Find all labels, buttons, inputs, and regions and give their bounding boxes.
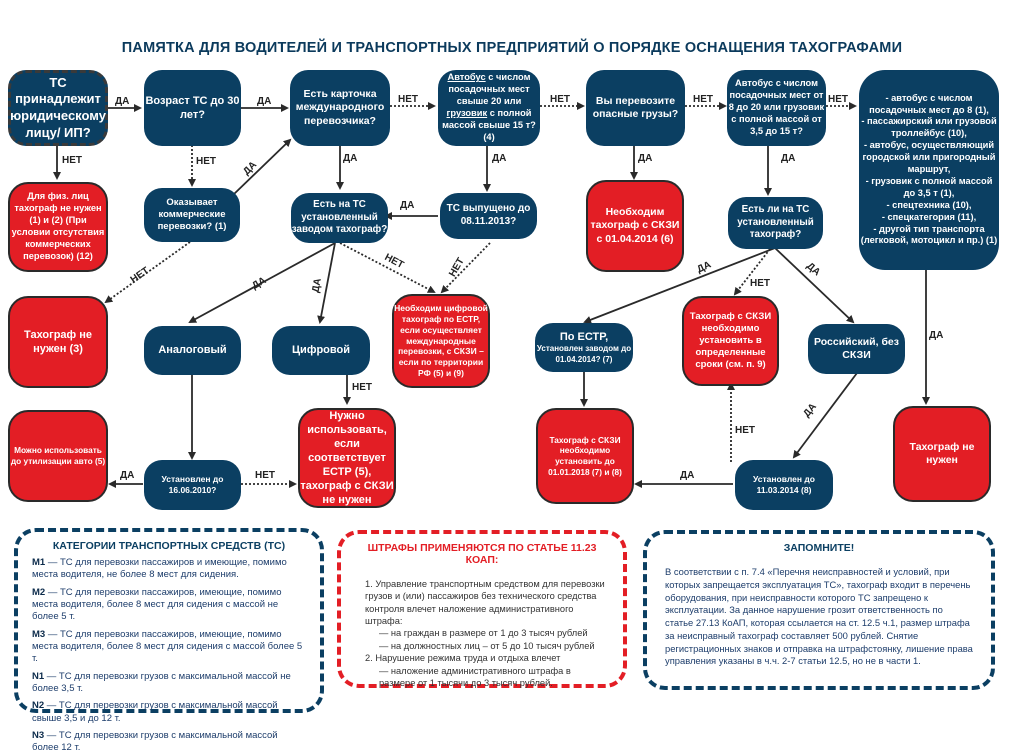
bus20-bus: Автобус	[447, 72, 486, 83]
node-not-needed: Тахограф не нужен	[893, 406, 991, 502]
arrow-released-needdigital	[440, 242, 491, 294]
arrow-installed-skzi	[733, 248, 771, 296]
arrow-commercial-notneeded	[104, 241, 191, 304]
category-item: M1 — ТС для перевозки пассажиров и имеющ…	[32, 557, 287, 581]
fine-item-1b: — на должностных лиц – от 5 до 10 тысяч …	[379, 640, 595, 651]
node-installed-2014: Установлен до 11.03.2014 (8)	[735, 460, 833, 510]
label-no: НЕТ	[196, 156, 216, 167]
node-individual: Для физ. лиц тахограф не нужен (1) и (2)…	[8, 182, 108, 272]
node-installed-2010: Установлен до 16.06.2010?	[144, 460, 241, 510]
node-estr: По ЕСТР, Установлен заводом до 01.04.201…	[535, 323, 633, 372]
label-yes: ДА	[115, 96, 130, 107]
label-yes: ДА	[492, 153, 507, 164]
category-item: N1 — ТС для перевозки грузов с максималь…	[32, 670, 291, 695]
node-bus20: Автобус с числом посадочных мест свыше 2…	[438, 70, 540, 146]
category-item: N3 — ТС для перевозки грузов с максималь…	[32, 730, 278, 754]
fines-title: ШТРАФЫ ПРИМЕНЯЮТСЯ ПО СТАТЬЕ 11.23 КОАП:	[367, 542, 597, 566]
fine-item-1a: — на граждан в размере от 1 до 3 тысяч р…	[379, 628, 588, 639]
fine-item-2: 2. Нарушение режима труда и отдыха влече…	[365, 653, 561, 664]
flow-arrows	[53, 102, 930, 488]
category-item: M2 — ТС для перевозки пассажиров, имеющи…	[32, 586, 282, 623]
category-item: N2 — ТС для перевозки грузов с максималь…	[32, 700, 278, 724]
label-yes: ДА	[257, 96, 272, 107]
label-yes: ДА	[400, 200, 415, 211]
estr-title: По ЕСТР,	[559, 331, 609, 344]
label-yes: ДА	[638, 153, 653, 164]
label-no: НЕТ	[693, 94, 713, 105]
node-skzi-2014: Необходим тахограф с СКЗИ с 01.04.2014 (…	[586, 180, 684, 272]
remember-panel: ЗАПОМНИТЕ! В соответствии с п. 7.4 «Пере…	[643, 530, 995, 690]
fines-panel: ШТРАФЫ ПРИМЕНЯЮТСЯ ПО СТАТЬЕ 11.23 КОАП:…	[337, 530, 627, 688]
label-yes: ДА	[929, 330, 944, 341]
bus20-text2: с полной массой свыше 15 т? (4)	[442, 108, 536, 142]
label-no: НЕТ	[62, 155, 82, 166]
node-factory: Есть на ТС установленный заводом тахогра…	[291, 193, 388, 243]
arrow-installed-russian	[774, 247, 855, 324]
node-installed: Есть ли на ТС установленный тахограф?	[728, 197, 823, 249]
bus20-truck: грузовик	[446, 108, 488, 118]
node-age: Возраст ТС до 30 лет?	[144, 70, 241, 146]
label-no: НЕТ	[352, 382, 372, 393]
estr-subtitle: Установлен заводом до 01.04.2014? (7)	[536, 344, 632, 364]
node-need-digital: Необходим цифровой тахограф по ЕСТР, есл…	[392, 294, 490, 388]
fine-item-1: 1. Управление транспортным средством для…	[365, 579, 605, 627]
remember-title: ЗАПОМНИТЕ!	[783, 542, 855, 554]
label-no: НЕТ	[828, 94, 848, 105]
categories-title: КАТЕГОРИИ ТРАНСПОРТНЫХ СРЕДСТВ (ТС)	[52, 540, 286, 552]
node-digital: Цифровой	[272, 326, 370, 375]
node-card: Есть карточка международного перевозчика…	[290, 70, 390, 146]
node-skzi-2018: Тахограф с СКЗИ необходимо установить до…	[536, 408, 634, 504]
node-bus8: Автобус с числом посадочных мест от 8 до…	[727, 70, 826, 146]
label-no: НЕТ	[398, 94, 418, 105]
label-no: НЕТ	[735, 425, 755, 436]
page-title: ПАМЯТКА ДЛЯ ВОДИТЕЛЕЙ И ТРАНСПОРТНЫХ ПРЕ…	[121, 40, 903, 56]
node-released: ТС выпущено до 08.11.2013?	[440, 193, 537, 239]
node-exempt-list: - автобус с числом посадочных мест до 8 …	[859, 70, 999, 270]
node-until-scrap: Можно использовать до утилизации авто (5…	[8, 410, 108, 502]
label-no: НЕТ	[550, 94, 570, 105]
label-yes: ДА	[781, 153, 796, 164]
fine-item-2a: — наложение административного штрафа в р…	[379, 665, 571, 688]
arrow-installed-estr	[583, 247, 776, 324]
label-yes: ДА	[120, 470, 135, 481]
remember-text: В соответствии с п. 7.4 «Перечня неиспра…	[665, 566, 973, 667]
node-skzi-terms: Тахограф с СКЗИ необходимо установить в …	[682, 296, 779, 386]
label-no: НЕТ	[750, 278, 770, 289]
node-analog: Аналоговый	[144, 326, 241, 375]
label-no: НЕТ	[255, 470, 275, 481]
bus20-text1: с числом посадочных мест свыше 20 или	[448, 72, 531, 107]
arrow-factory-needdigital	[339, 242, 436, 293]
arrow-factory-digital	[317, 242, 336, 324]
arrow-russian-2014	[792, 372, 858, 459]
label-yes: ДА	[343, 153, 358, 164]
node-dangerous: Вы перевозите опасные грузы?	[586, 70, 685, 146]
label-yes: ДА	[680, 470, 695, 481]
node-not-needed-3: Тахограф не нужен (3)	[8, 296, 108, 388]
categories-panel: КАТЕГОРИИ ТРАНСПОРТНЫХ СРЕДСТВ (ТС) M1 —…	[14, 528, 324, 753]
node-use-if-estr: Нужно использовать, если соответствует Е…	[298, 408, 396, 508]
arrow-commercial-card	[232, 138, 292, 196]
category-item: M3 — ТС для перевозки пассажиров, имеющи…	[32, 628, 303, 665]
node-commercial: Оказывает коммерческие перевозки? (1)	[144, 188, 240, 242]
node-owner: ТС принадлежит юридическому лицу/ ИП?	[8, 70, 108, 146]
arrow-factory-analog	[188, 242, 336, 323]
node-russian: Российский, без СКЗИ	[808, 324, 905, 374]
